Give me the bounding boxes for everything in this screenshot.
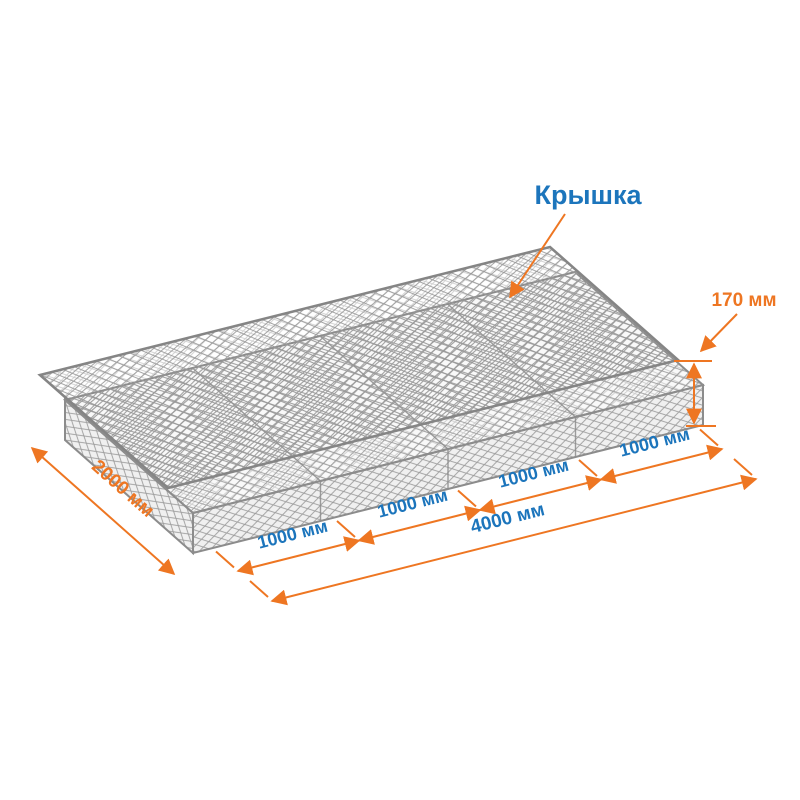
lid-label: Крышка: [534, 180, 642, 210]
lid-annotation: Крышка: [509, 180, 643, 299]
total-length-dimension-label: 4000 мм: [468, 499, 547, 538]
chain-extension-tick: [699, 428, 719, 447]
total-extension-tick: [733, 458, 753, 476]
segment-dimension-line: [236, 536, 361, 576]
height-leader-arrow: [699, 313, 738, 353]
total-extension-tick: [249, 580, 269, 598]
depth-dimension-line: [30, 446, 176, 576]
segment-dimension-line: [599, 444, 724, 484]
segment-dimension-line: [357, 505, 482, 545]
chain-extension-tick: [336, 520, 356, 538]
chain-extension-tick: [578, 459, 598, 477]
total-length-dimension-line: [270, 474, 758, 606]
lid-leader-arrow: [509, 213, 566, 299]
height-dimension-label: 170 мм: [711, 290, 776, 311]
chain-extension-tick: [457, 489, 477, 508]
lid-mesh-overlay: [40, 247, 678, 488]
height-dimension: 170 мм: [674, 290, 777, 427]
chain-extension-tick: [215, 550, 235, 569]
